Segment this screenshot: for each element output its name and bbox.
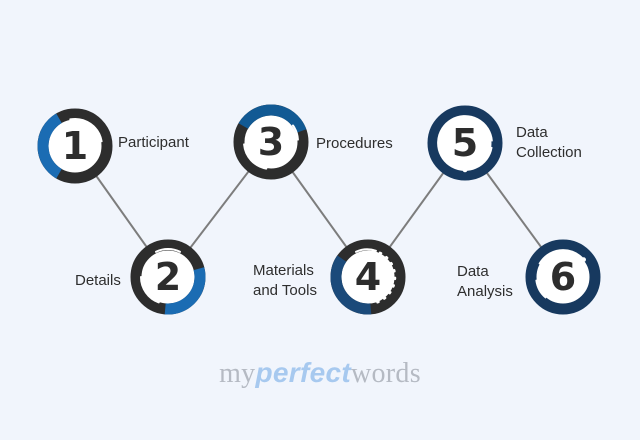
brand-logo-my: my <box>219 358 256 389</box>
brand-logo-words: words <box>350 358 421 389</box>
step-number: 2 <box>154 255 182 299</box>
step-node-2: 2 <box>126 235 210 319</box>
step-3-ring-icon <box>233 104 309 180</box>
step-label-materials-and-tools: Materials and Tools <box>253 262 317 299</box>
brand-logo-perfect: perfect <box>255 357 351 388</box>
step-node-3: 3 <box>229 100 313 184</box>
step-number: 5 <box>451 121 479 165</box>
step-4-ring-icon <box>330 239 406 315</box>
step-node-1: 1 <box>33 104 117 188</box>
step-number: 4 <box>354 255 382 299</box>
step-number: 6 <box>549 255 577 299</box>
brand-logo: myperfectwords <box>0 356 640 391</box>
step-6-ring-icon <box>525 239 601 315</box>
step-label-details: Details <box>75 272 121 289</box>
step-number: 1 <box>61 124 89 168</box>
step-node-6: 6 <box>521 235 605 319</box>
step-node-5: 5 <box>423 101 507 185</box>
step-label-data-analysis: Data Analysis <box>457 263 513 300</box>
step-5-ring-icon <box>427 105 503 181</box>
step-1-ring-icon <box>37 108 113 184</box>
step-label-participant: Participant <box>118 134 189 151</box>
step-label-data-collection: Data Collection <box>516 124 582 161</box>
step-number: 3 <box>257 120 285 164</box>
step-2-ring-icon <box>130 239 206 315</box>
step-node-4: 4 <box>326 235 410 319</box>
step-label-procedures: Procedures <box>316 135 393 152</box>
